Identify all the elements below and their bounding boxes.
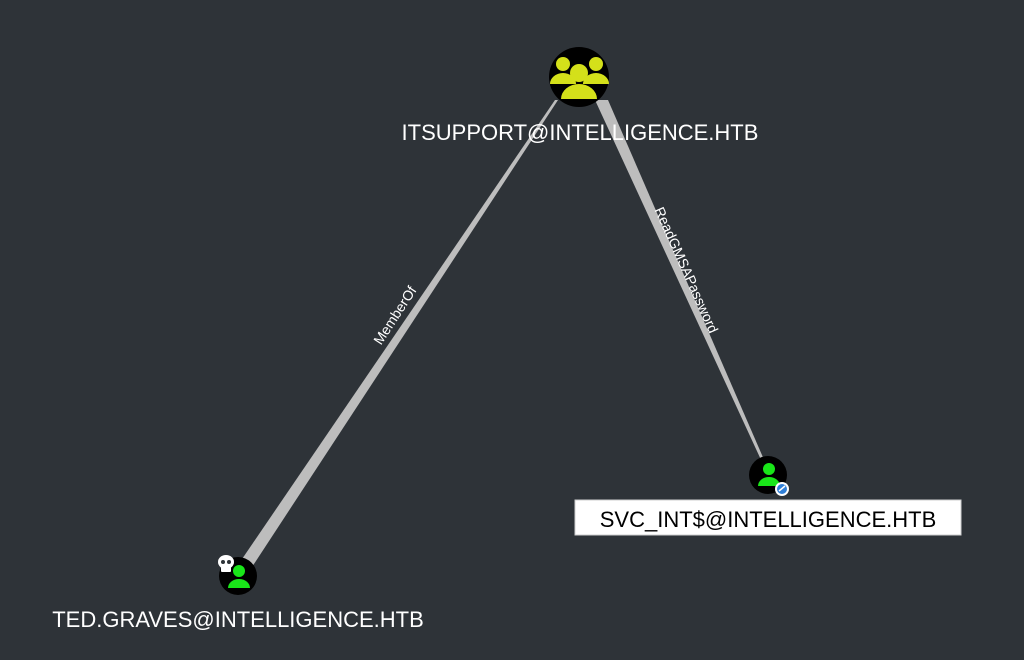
node-svc-int-user[interactable]: SVC_INT$@INTELLIGENCE.HTB xyxy=(574,456,962,536)
node-label-itsupport: ITSUPPORT@INTELLIGENCE.HTB xyxy=(402,120,759,145)
skull-icon xyxy=(218,555,234,572)
node-itsupport-group[interactable]: ITSUPPORT@INTELLIGENCE.HTB xyxy=(402,47,759,145)
node-label-ted-graves: TED.GRAVES@INTELLIGENCE.HTB xyxy=(52,607,424,632)
edge-readgmsapassword[interactable]: ReadGMSAPassword xyxy=(595,100,765,462)
user-icon xyxy=(228,565,250,588)
users-group-icon xyxy=(550,57,609,99)
selected-label-box xyxy=(574,499,962,536)
user-icon xyxy=(758,463,780,486)
edge-memberof[interactable]: MemberOf xyxy=(240,100,558,567)
gmsa-badge-icon xyxy=(775,482,789,496)
node-ted-graves-user[interactable]: TED.GRAVES@INTELLIGENCE.HTB xyxy=(52,555,424,632)
edge-label-readgmsapassword: ReadGMSAPassword xyxy=(652,205,722,336)
node-label-svc-int: SVC_INT$@INTELLIGENCE.HTB xyxy=(600,507,937,532)
